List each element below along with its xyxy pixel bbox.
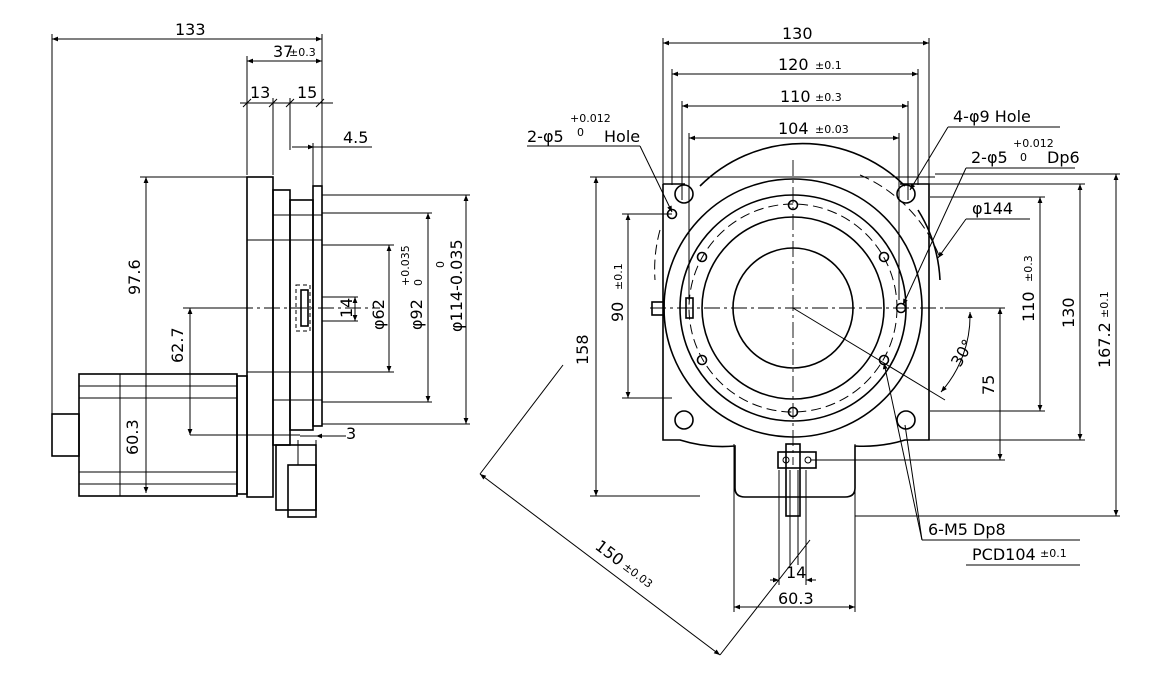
dim-height-167-tol: ±0.1	[1098, 291, 1111, 318]
dim-dia-62: φ62	[369, 299, 388, 330]
callout-pin-hole-left-suffix: Hole	[604, 127, 640, 146]
dim-dia-14: 14	[337, 298, 356, 318]
front-view: 130 120 ±0.1 110 ±0.3 104 ±0.03 2-φ5 +0.…	[479, 24, 1120, 656]
dim-width-110: 110	[780, 87, 811, 106]
dim-width-120-tol: ±0.1	[815, 59, 842, 72]
dim-height-110: 110	[1019, 291, 1038, 322]
dim-height-62-7: 62.7	[168, 327, 187, 363]
dim-step-13: 13	[250, 83, 270, 102]
dim-height-158: 158	[573, 334, 592, 365]
dim-step-3: 3	[346, 424, 356, 443]
dim-dia-92-tol-upper: +0.035	[399, 245, 412, 286]
dim-dia-114-tol-upper: 0	[434, 261, 447, 268]
callout-pin-hole-right-tol-lower: 0	[1020, 151, 1027, 164]
dim-height-90-tol: ±0.1	[612, 263, 625, 290]
dim-height-75: 75	[979, 375, 998, 395]
side-view: 133 37 ±0.3 13 15 4.5 97.6 62.7 60.3	[51, 20, 470, 518]
callout-dia-144: φ144	[972, 199, 1013, 218]
dim-width-130: 130	[782, 24, 813, 43]
dim-overall-length: 133	[175, 20, 206, 39]
dim-angle-30: 30°	[947, 336, 978, 370]
dim-width-104-tol: ±0.03	[815, 123, 849, 136]
dim-diag-150-tol: ±0.03	[620, 560, 655, 591]
dim-width-120: 120	[778, 55, 809, 74]
dim-height-90: 90	[608, 302, 627, 322]
dim-dia-114: φ114-0.035	[447, 239, 466, 332]
callout-pin-hole-right-suffix: Dp6	[1047, 148, 1080, 167]
callout-pin-hole-left: 2-φ5	[527, 127, 564, 146]
callout-pcd-tol: ±0.1	[1040, 547, 1067, 560]
callout-pcd: PCD104	[972, 545, 1036, 564]
callout-pin-hole-left-tol-lower: 0	[577, 126, 584, 139]
callout-pin-hole-right: 2-φ5	[971, 148, 1008, 167]
dim-width-104: 104	[778, 119, 809, 138]
dim-diag-150: 150	[592, 536, 628, 570]
dim-step-4-5: 4.5	[343, 128, 368, 147]
dim-dia-92: φ92	[407, 299, 426, 330]
dim-flange-depth-tol: ±0.3	[289, 46, 316, 59]
callout-pin-hole-left-tol-upper: +0.012	[570, 112, 611, 125]
callout-thread-holes: 6-M5 Dp8	[928, 520, 1006, 539]
dim-motor-60-3: 60.3	[123, 419, 142, 455]
callout-mount-holes: 4-φ9 Hole	[953, 107, 1031, 126]
dim-height-130: 130	[1059, 297, 1078, 328]
dim-motor-14: 14	[786, 563, 806, 582]
callout-pin-hole-right-tol-upper: +0.012	[1013, 137, 1054, 150]
dim-height-110-tol: ±0.3	[1022, 255, 1035, 282]
dim-dia-92-tol-lower: 0	[412, 279, 425, 286]
dim-motor-60-3-bottom: 60.3	[778, 589, 814, 608]
dim-flange-depth: 37	[273, 42, 293, 61]
dim-step-15: 15	[297, 83, 317, 102]
dim-height-97-6: 97.6	[125, 259, 144, 295]
dim-width-110-tol: ±0.3	[815, 91, 842, 104]
dim-height-167: 167.2	[1095, 322, 1114, 368]
